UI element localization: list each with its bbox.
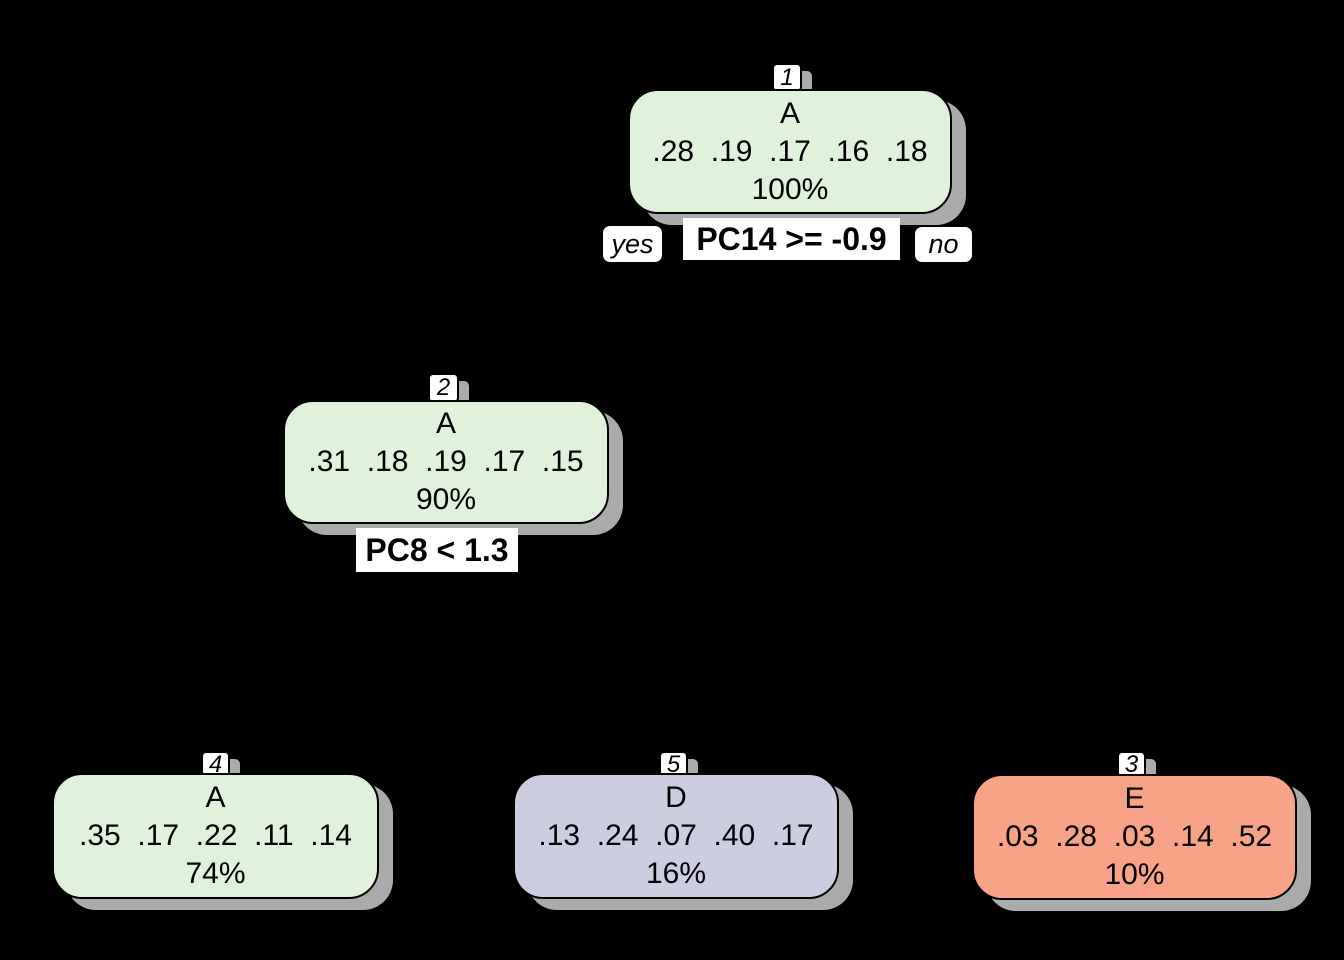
node-2-number-badge: 2 [428, 373, 469, 407]
node-5-coverage: 16% [645, 857, 707, 890]
node-1-coverage: 100% [751, 172, 829, 206]
node-5-number-badge: 5 [659, 751, 698, 782]
branch-label-yes: yes [601, 224, 664, 264]
tree-node-4-leaf: A .35 .17 .22 .11 .14 74% [52, 773, 379, 899]
node-2-coverage: 90% [415, 483, 477, 516]
node-5-probabilities: .13 .24 .07 .40 .17 [538, 819, 814, 852]
split-condition-node-2: PC8 < 1.3 [356, 528, 518, 572]
node-5-class-label: D [665, 781, 687, 814]
node-4-number-badge: 4 [201, 751, 240, 782]
node-4-class-label: A [205, 781, 226, 814]
tree-node-2: A .31 .18 .19 .17 .15 90% [283, 400, 609, 524]
node-3-class-label: E [1124, 782, 1145, 815]
node-1-class-label: A [779, 96, 800, 130]
node-3-probabilities: .03 .28 .03 .14 .52 [996, 820, 1273, 853]
node-1-number-badge: 1 [772, 63, 812, 96]
tree-node-3-leaf: E .03 .28 .03 .14 .52 10% [972, 774, 1297, 900]
branch-label-no: no [913, 225, 974, 264]
node-1-number: 1 [772, 63, 802, 92]
node-2-class-label: A [435, 407, 456, 440]
node-2-probabilities: .31 .18 .19 .17 .15 [308, 445, 584, 478]
tree-node-5-leaf: D .13 .24 .07 .40 .17 16% [513, 773, 839, 899]
tree-node-1-root: A .28 .19 .17 .16 .18 100% [628, 89, 952, 214]
node-2-number: 2 [428, 373, 459, 403]
node-3-coverage: 10% [1104, 858, 1165, 891]
node-3-number-badge: 3 [1117, 751, 1156, 782]
node-4-probabilities: .35 .17 .22 .11 .14 [79, 819, 352, 852]
node-4-coverage: 74% [185, 857, 246, 890]
node-1-probabilities: .28 .19 .17 .16 .18 [652, 134, 928, 168]
split-condition-node-1: PC14 >= -0.9 [683, 218, 900, 260]
